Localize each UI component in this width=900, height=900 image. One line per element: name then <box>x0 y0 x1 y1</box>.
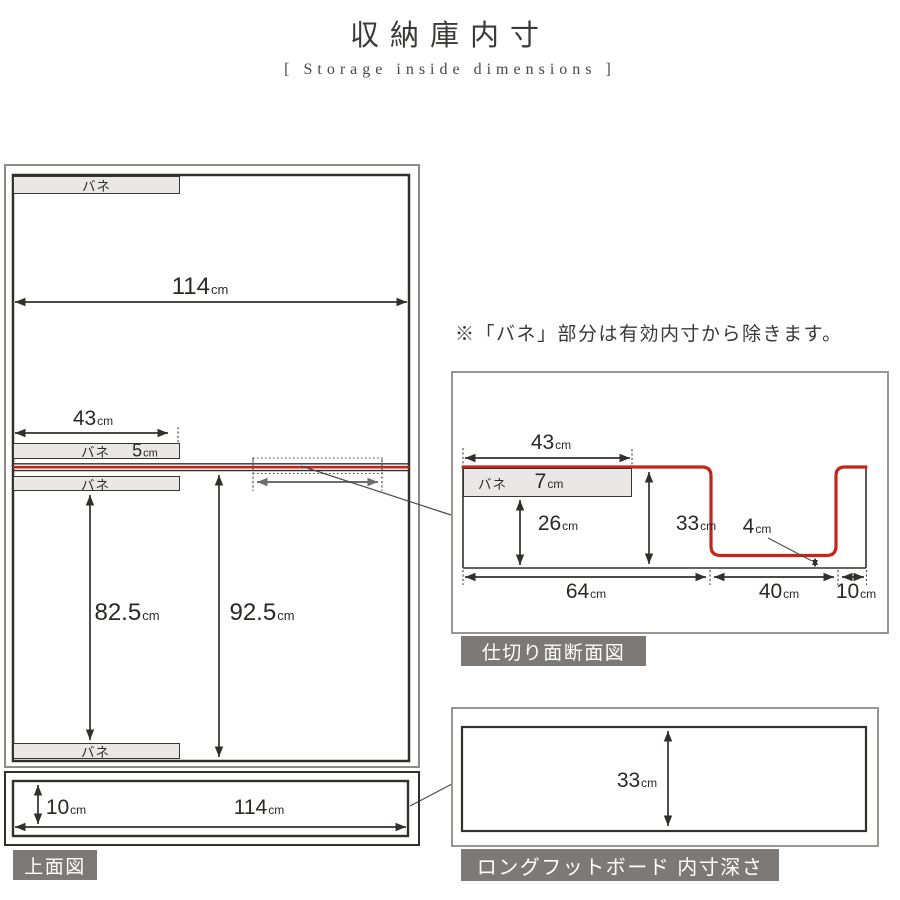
spring-bar-mid-lower-label: バネ <box>81 477 110 493</box>
divider-dotted-region <box>252 457 383 475</box>
divider-strip <box>13 463 409 472</box>
dimension-arrows <box>15 297 864 832</box>
spring-bar-bottom-label: バネ <box>81 745 110 760</box>
spring-bar-bottom: バネ <box>13 743 180 760</box>
footboard-caption: ロングフットボード 内寸深さ <box>461 849 779 881</box>
footboard-inner-box <box>460 725 868 833</box>
cs-spring-bar: バネ <box>463 468 632 497</box>
spring-bar-mid-upper-label: バネ <box>81 445 110 460</box>
spring-note: ※「バネ」部分は有効内寸から除きます。 <box>455 324 843 345</box>
extension-ticks <box>177 427 868 585</box>
top-view-outer-box <box>4 771 420 846</box>
top-view-caption: 上面図 <box>13 850 97 880</box>
leader-to-footboard <box>409 783 453 807</box>
page-title: 収納庫内寸 <box>349 20 550 52</box>
spring-bar-top-label: バネ <box>82 179 111 194</box>
cs-spring-bar-label: バネ <box>478 476 507 492</box>
cross-section-red-profile <box>461 465 868 558</box>
page-subtitle: [ Storage inside dimensions ] <box>284 61 616 78</box>
main-outer-box <box>4 164 420 768</box>
step-gap-pointer <box>767 537 813 562</box>
spring-bar-top: バネ <box>13 176 180 194</box>
footboard-frame <box>451 707 879 847</box>
spring-bar-mid-upper: バネ <box>13 443 180 460</box>
top-view-inner-box <box>11 779 410 838</box>
spring-bar-mid-lower: バネ <box>13 476 180 493</box>
leader-to-cross-section <box>300 465 452 516</box>
cross-section-caption: 仕切り面断面図 <box>461 636 646 666</box>
cross-section-frame <box>451 371 889 634</box>
